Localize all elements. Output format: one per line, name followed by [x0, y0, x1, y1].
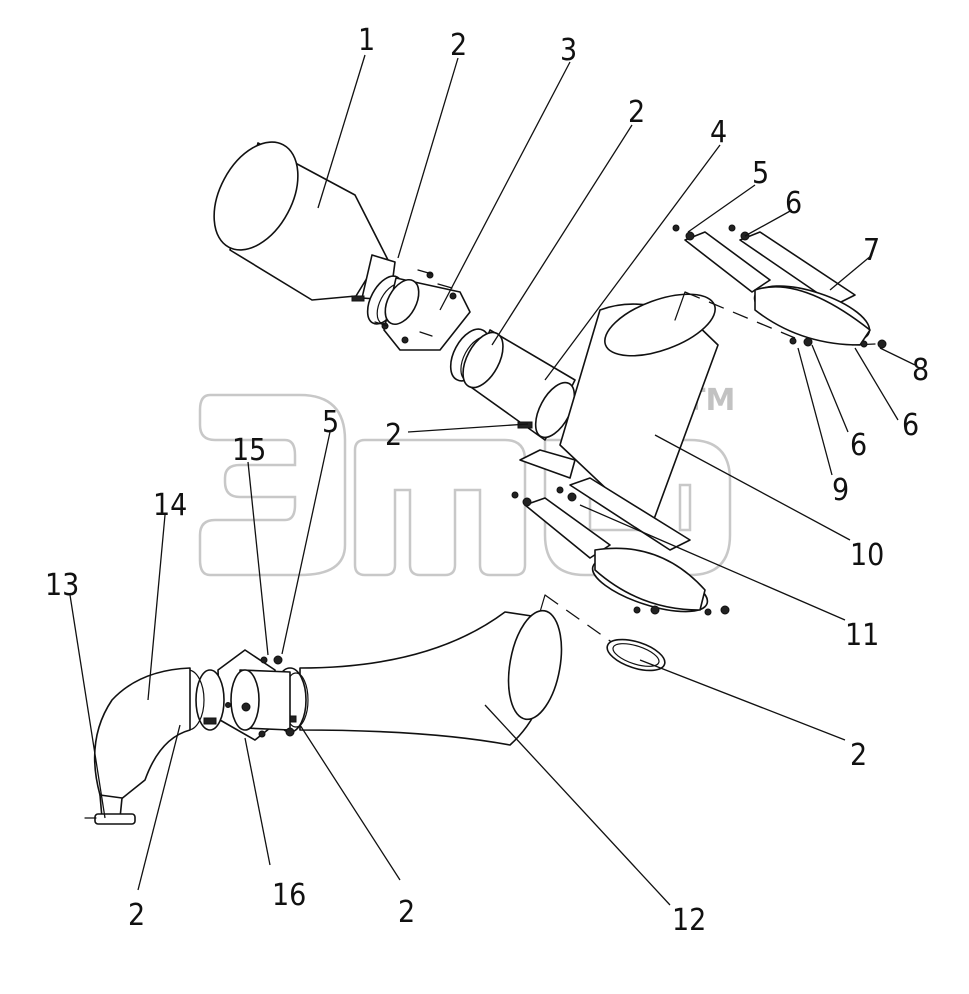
elbow-hose	[93, 667, 191, 801]
callout-5: 5	[752, 156, 769, 191]
callout-1: 1	[358, 23, 375, 58]
callout-8: 8	[912, 353, 929, 388]
intake-pipe	[299, 609, 563, 746]
callout-5: 5	[322, 405, 339, 440]
callout-16: 16	[272, 878, 306, 913]
air-cleaner-housing	[213, 141, 396, 301]
callout-2: 2	[128, 898, 145, 933]
callout-10: 10	[850, 538, 884, 573]
leader-lines	[69, 54, 916, 906]
callout-12: 12	[672, 903, 706, 938]
callout-6: 6	[785, 186, 802, 221]
callout-11: 11	[845, 618, 879, 653]
mounting-bracket-lower	[511, 477, 730, 616]
callout-2: 2	[385, 418, 402, 453]
callout-14: 14	[153, 488, 187, 523]
callout-labels: 1 2 3 2 4 5 6 7 8 6 6 9 10 11 2 2 12 2 1…	[45, 23, 929, 938]
callout-2: 2	[628, 95, 645, 130]
mounting-bracket-upper	[672, 224, 887, 349]
assembly-line	[684, 291, 796, 339]
callout-2: 2	[850, 738, 867, 773]
callout-6: 6	[850, 428, 867, 463]
callout-4: 4	[710, 115, 727, 150]
callout-13: 13	[45, 568, 79, 603]
flanged-adapter	[217, 649, 295, 741]
callout-6: 6	[902, 408, 919, 443]
intake-elbow	[519, 293, 719, 531]
callout-2: 2	[398, 895, 415, 930]
callout-3: 3	[560, 33, 577, 68]
callout-9: 9	[832, 473, 849, 508]
callout-2: 2	[450, 28, 467, 63]
assembly-line	[544, 594, 621, 649]
hose-clamp	[606, 638, 666, 672]
drain-valve	[84, 794, 136, 825]
adapter-flange	[374, 269, 471, 351]
callout-7: 7	[863, 233, 880, 268]
callout-15: 15	[232, 433, 266, 468]
